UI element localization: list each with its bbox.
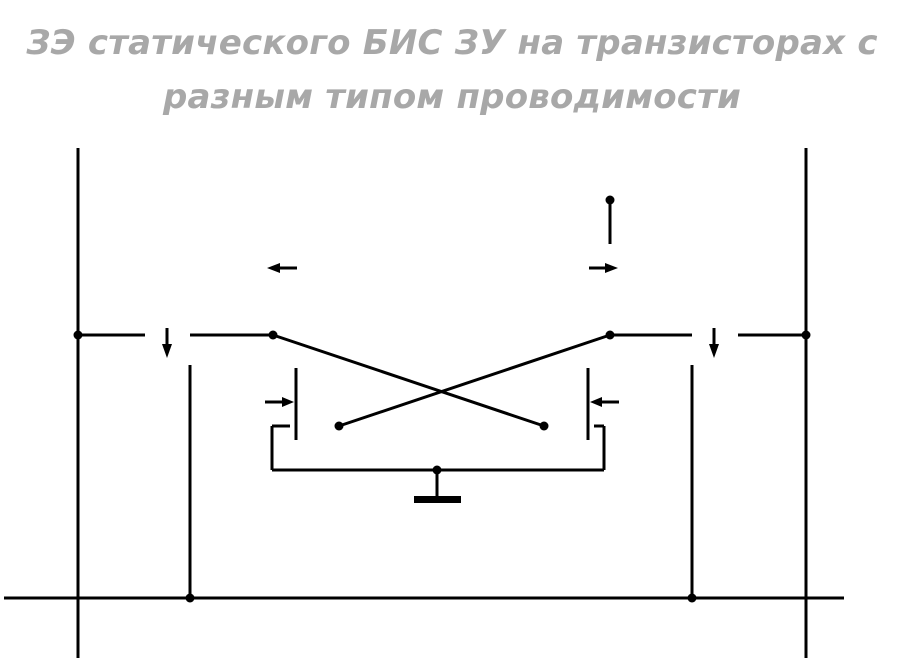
storage-transistor-right [586,368,619,470]
right-signal-arrow [589,263,618,273]
title-line-2: разным типом проводимости [162,77,742,117]
junction-node [539,421,549,431]
left-arrow-icon [267,263,280,273]
junction-node [185,593,195,603]
junction-node [605,330,615,340]
junction-node [268,330,278,340]
junction-node [801,330,811,340]
junction-node [432,465,442,475]
cross-wire-1 [272,333,545,428]
left-signal-arrow [267,263,297,273]
right-arrow-icon [282,397,294,407]
left-arrow-icon [590,397,602,407]
supply-node [605,195,615,205]
storage-transistor-left [265,368,298,470]
right-arrow-icon [605,263,618,273]
junction-node [73,330,83,340]
access-transistor-right [610,328,806,598]
title-line-1: ЗЭ статического БИС ЗУ на транзисторах с [26,23,878,63]
down-arrow-icon [709,344,719,358]
down-arrow-icon [162,344,172,358]
cross-wire-2 [338,333,611,428]
access-transistor-left [78,328,273,598]
junction-node [687,593,697,603]
ground-icon [414,496,461,503]
junction-node [334,421,344,431]
diagram-title: ЗЭ статического БИС ЗУ на транзисторах с… [0,16,904,124]
